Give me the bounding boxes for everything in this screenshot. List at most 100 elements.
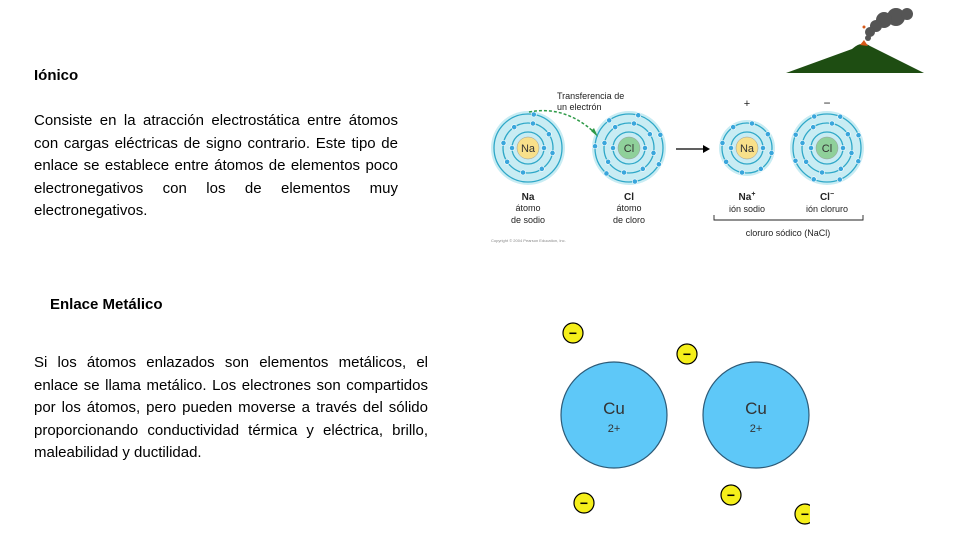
electron xyxy=(621,169,627,176)
free-electron: − xyxy=(562,322,584,344)
volcano-logo xyxy=(786,8,924,73)
svg-text:−: − xyxy=(569,325,577,341)
electron xyxy=(603,170,610,177)
electron xyxy=(764,131,771,138)
free-electron: − xyxy=(676,343,698,365)
electron xyxy=(612,124,619,131)
electron xyxy=(728,145,734,151)
electron xyxy=(739,169,745,176)
electron-shell xyxy=(493,113,563,183)
svg-text:−: − xyxy=(727,487,735,503)
na-ion-desc: ión sodio xyxy=(729,204,765,214)
chloride-ion xyxy=(790,111,864,185)
cl-ion-minus-sign: − xyxy=(823,96,830,110)
electron xyxy=(605,158,612,165)
electron xyxy=(723,158,730,165)
na-atom-desc-2: de sodio xyxy=(511,215,545,225)
svg-text:−: − xyxy=(683,346,691,362)
chlorine-atom xyxy=(592,111,666,185)
electron xyxy=(592,143,598,150)
nucleus xyxy=(617,136,641,160)
electron xyxy=(530,111,537,118)
compound-label: cloruro sódico (NaCl) xyxy=(746,228,831,238)
electron xyxy=(792,157,799,164)
cl-ion-desc: ión cloruro xyxy=(806,204,848,214)
electron xyxy=(631,178,638,185)
cl-nucleus-symbol: Cl xyxy=(624,143,634,155)
electron xyxy=(545,131,552,138)
electron xyxy=(803,158,810,165)
metallic-bond-diagram: Cu 2+ Cu 2+ − − − − − xyxy=(560,322,810,525)
cu-ion-right xyxy=(702,361,810,469)
na-atom-desc-1: átomo xyxy=(515,203,540,213)
electron-shell xyxy=(603,122,655,174)
sodium-ion xyxy=(719,120,775,176)
electron xyxy=(799,140,806,146)
transfer-label-line-1: Transferencia de xyxy=(557,91,624,101)
na-ion-plus-sign: + xyxy=(744,98,750,110)
ionic-paragraph: Consiste en la atracción electrostática … xyxy=(34,112,398,219)
electron xyxy=(730,124,737,131)
nucleus xyxy=(735,136,759,160)
electron xyxy=(538,165,545,172)
electron xyxy=(819,169,825,176)
na-ion-nucleus-symbol: Na xyxy=(740,143,755,155)
electron xyxy=(657,131,664,138)
transfer-label-line-2: un electrón xyxy=(557,102,602,112)
electron xyxy=(541,145,547,151)
electron xyxy=(530,120,536,127)
ionic-heading: Iónico xyxy=(34,67,79,84)
cu-ion-right-symbol: Cu xyxy=(745,399,767,418)
electron xyxy=(760,145,766,151)
electron xyxy=(840,145,846,151)
electron xyxy=(844,131,851,138)
cl-atom-name: Cl xyxy=(624,192,634,203)
svg-text:−: − xyxy=(580,495,588,511)
electron xyxy=(837,113,844,120)
electron xyxy=(631,120,637,127)
electron-shell xyxy=(502,122,554,174)
electron xyxy=(829,120,835,127)
free-electron: − xyxy=(573,492,595,514)
electron-shell xyxy=(801,122,853,174)
compound-brace xyxy=(713,215,864,221)
electron xyxy=(855,132,862,139)
electron xyxy=(606,117,613,124)
electron xyxy=(855,158,862,165)
electron xyxy=(601,140,608,146)
electron xyxy=(520,169,526,176)
svg-text:−: − xyxy=(801,506,809,522)
cu-ion-left xyxy=(560,361,668,469)
electron xyxy=(810,176,817,183)
electron-transfer-arrow xyxy=(528,109,596,134)
electron xyxy=(504,158,511,165)
volcano-mountain xyxy=(786,43,924,73)
electron xyxy=(836,176,843,183)
cu-ion-right-charge: 2+ xyxy=(750,423,763,435)
na-atom-name: Na xyxy=(522,192,535,203)
electron xyxy=(646,131,653,138)
electron xyxy=(655,161,662,168)
reaction-arrowhead xyxy=(703,145,710,153)
electron xyxy=(848,150,855,156)
electron-shell xyxy=(792,113,862,183)
electron xyxy=(639,165,646,172)
nucleus xyxy=(516,136,540,160)
electron xyxy=(808,145,814,151)
electron xyxy=(549,150,556,156)
cu-ion-left-charge: 2+ xyxy=(608,423,621,435)
free-electron: − xyxy=(794,503,810,525)
electron xyxy=(768,150,775,156)
electron xyxy=(749,120,755,127)
electron-shell xyxy=(721,122,773,174)
volcano-smoke xyxy=(865,8,913,41)
electron xyxy=(811,113,818,120)
cl-atom-desc-1: átomo xyxy=(616,203,641,213)
electron xyxy=(511,124,518,131)
volcano-lava xyxy=(860,40,868,46)
electron xyxy=(635,112,642,119)
electron-transfer-arrowhead xyxy=(591,128,598,137)
metallic-heading: Enlace Metálico xyxy=(50,296,163,313)
ionic-bond-diagram: Na Cl Na Cl Transferencia de un electrón… xyxy=(491,91,864,243)
cl-ion-name: Cl− xyxy=(820,191,834,203)
